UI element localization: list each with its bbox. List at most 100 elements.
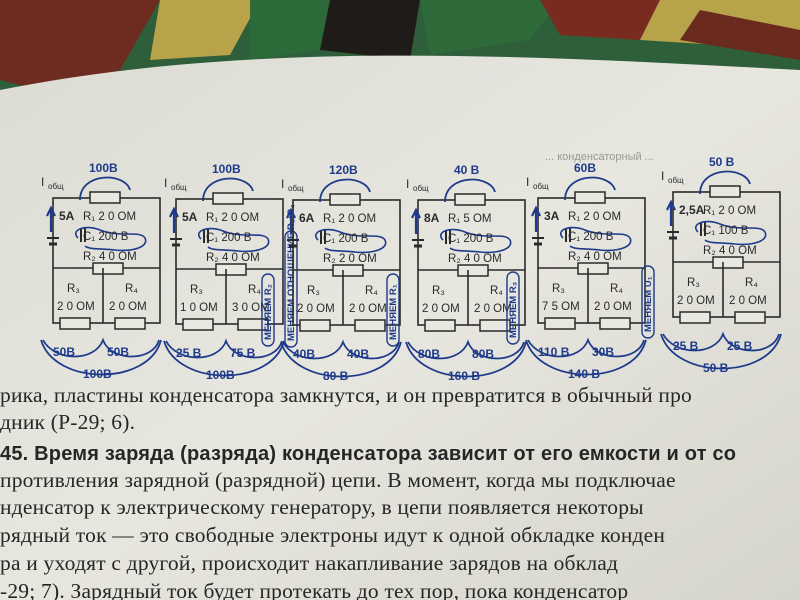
r4-label: R₄: [125, 283, 138, 295]
r4-label: R₄: [745, 277, 758, 289]
r3-label: R₃: [687, 277, 700, 289]
voltage-arc-bottom: [662, 331, 780, 352]
r1-label: R₁ 2 0 ОМ: [323, 213, 376, 225]
current-value: 3A: [544, 209, 560, 223]
voltage-top: 50 В: [709, 155, 735, 169]
voltage-total: 100В: [206, 368, 235, 382]
capacitor-label: C₁ 200 В: [323, 233, 369, 245]
r4-label: R₄: [610, 283, 623, 295]
text-line: противления зарядной (разрядной) цепи. В…: [0, 468, 676, 492]
resistor-r1: [709, 185, 741, 198]
voltage-arc-top: [79, 176, 131, 201]
resistor-r2: [92, 262, 124, 275]
r3-value: 2 0 ОМ: [422, 303, 460, 315]
r2-label: R₂ 4 0 ОМ: [83, 251, 137, 263]
voltage-arc-top: [319, 178, 371, 203]
text-line: 45. Время заряда (разряда) конденсатора …: [0, 443, 737, 465]
voltage-arc-bottom: [527, 337, 645, 358]
voltage-total: 140 В: [568, 367, 600, 381]
resistor-r2: [712, 256, 744, 269]
r3-label: R₃: [307, 285, 320, 297]
resistor-r3: [424, 319, 456, 332]
side-note-frame: [386, 273, 400, 347]
r3-value: 1 0 ОМ: [180, 302, 218, 314]
capacitor-loop: [75, 226, 147, 252]
current-label-subscript: общ: [48, 182, 64, 191]
voltage-total: 80 В: [323, 369, 349, 383]
r3-label: R₃: [67, 283, 80, 295]
r4-value: 2 0 ОМ: [349, 303, 387, 315]
r2-label: R₂ 4 0 ОМ: [568, 251, 622, 263]
resistor-r1: [212, 192, 244, 205]
fabric-background: [0, 0, 800, 90]
r3-value: 2 0 ОМ: [57, 301, 95, 313]
capacitor-loop: [315, 228, 387, 254]
resistor-r3: [544, 317, 576, 330]
side-note-frame: [506, 271, 520, 345]
r3-label: R₃: [432, 285, 445, 297]
r1-label: R₁ 2 0 ОМ: [703, 205, 756, 217]
capacitor-label: C₁ 200 В: [83, 231, 129, 243]
current-arrow-icon: [169, 206, 179, 233]
current-value: 8A: [424, 211, 440, 225]
voltage-top: 100В: [89, 161, 118, 175]
r3-value: 2 0 ОМ: [677, 295, 715, 307]
current-label: I: [164, 176, 167, 190]
voltage-arc-total: [163, 340, 285, 377]
voltage-arc-bottom: [165, 338, 283, 359]
current-label-subscript: общ: [288, 184, 304, 193]
r4-label: R₄: [248, 284, 261, 296]
r2-label: R₂ 4 0 ОМ: [703, 245, 757, 257]
r3-value: 2 0 ОМ: [297, 303, 335, 315]
resistor-r1: [454, 193, 486, 206]
current-label-subscript: общ: [533, 182, 549, 191]
resistor-r2: [215, 263, 247, 276]
current-label: I: [406, 177, 409, 191]
faint-caption: ... конденсаторный ...: [545, 151, 654, 163]
current-label: I: [661, 169, 664, 183]
resistor-r4: [479, 319, 511, 332]
r2-label: R₂ 4 0 ОМ: [206, 252, 260, 264]
r4-value: 2 0 ОМ: [594, 301, 632, 313]
voltage-arc-total: [525, 339, 647, 376]
voltage-r3: 50В: [53, 345, 75, 359]
r4-value: 2 0 ОМ: [729, 295, 767, 307]
voltage-arc-bottom: [42, 337, 160, 358]
voltage-r4: 30В: [592, 345, 614, 359]
voltage-r3: 110 В: [538, 345, 570, 359]
capacitor-label: C₁ 100 В: [703, 225, 749, 237]
voltage-arc-top: [564, 176, 616, 201]
voltage-total: 160 В: [448, 369, 480, 383]
current-label: I: [526, 175, 529, 189]
side-note: МЕНЯЕМ U₁: [643, 276, 654, 332]
voltage-top: 100В: [212, 162, 241, 176]
voltage-arc-total: [40, 339, 162, 376]
current-label-subscript: общ: [171, 183, 187, 192]
resistor-r3: [679, 311, 711, 324]
resistor-r4: [599, 317, 631, 330]
text-line: дник (Р-29; 6).: [0, 410, 136, 434]
r1-label: R₁ 5 ОМ: [448, 213, 492, 225]
resistor-r1: [574, 191, 606, 204]
text-line: рядный ток — это свободные электроны иду…: [0, 523, 666, 547]
current-value: 5A: [59, 209, 75, 223]
voltage-r4: 80В: [472, 347, 494, 361]
capacitor-loop: [695, 220, 767, 246]
voltage-r3: 80В: [418, 347, 440, 361]
text-line: нденсатор к электрическому генератору, в…: [0, 495, 644, 519]
voltage-arc-total: [280, 341, 402, 378]
voltage-arc-top: [444, 178, 496, 203]
resistor-r4: [237, 318, 269, 331]
text-line: ра и уходят с другой, происходит накапли…: [0, 551, 619, 575]
side-note: МЕНЯЕМ ОТНОШЕНИЕ R₃:R₄: [286, 204, 297, 341]
resistor-r3: [182, 318, 214, 331]
resistor-r4: [734, 311, 766, 324]
current-arrow-icon: [666, 199, 676, 226]
current-label-subscript: общ: [413, 184, 429, 193]
voltage-r4: 75 В: [230, 346, 256, 360]
